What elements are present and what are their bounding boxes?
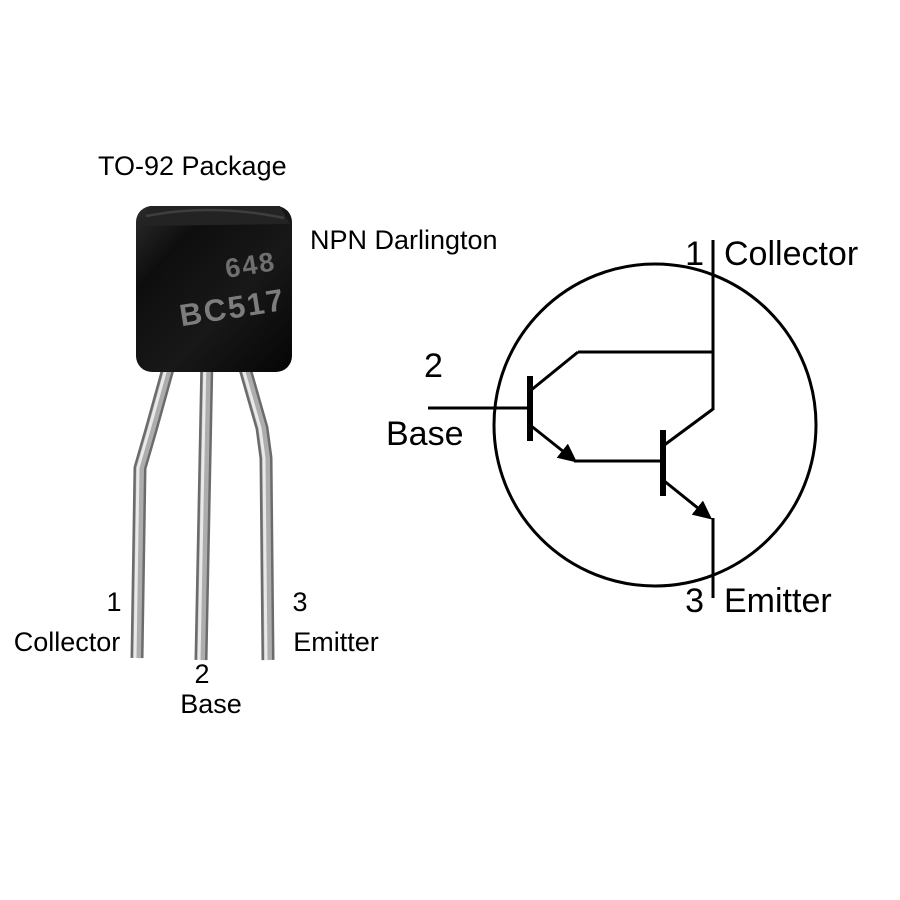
schematic-collector-number: 1 [685,235,704,273]
q1-transistor-symbol [527,350,579,463]
emitter-lead-leg [235,356,275,661]
schematic-emitter-number: 3 [685,582,704,620]
schematic-base-name: Base [386,415,464,453]
schematic-emitter-name: Emitter [724,582,832,620]
q1-collector [529,350,579,393]
pin2-name: Base [180,689,242,719]
q2-collector [662,407,714,448]
schematic-circle [492,262,818,588]
base-lead-leg [194,357,214,661]
q2-emitter-arrow [662,478,713,520]
pin3-name: Emitter [293,627,379,657]
darlington-schematic [428,240,818,598]
schematic-collector-name: Collector [724,235,859,273]
pin1-name: Collector [13,627,121,657]
pin2-number: 2 [194,659,210,689]
package-top-highlight [145,208,285,220]
pin1-number: 1 [106,587,122,617]
package-title: TO-92 Package [98,151,287,181]
package-body: 648 BC517 [136,206,292,372]
to92-package-drawing: 648 BC517 [130,206,292,661]
q1-emitter-arrow [529,423,578,463]
q2-transistor-symbol [660,407,714,520]
device-type-label: NPN Darlington [310,225,498,255]
collector-lead-leg [130,356,178,659]
pin3-number: 3 [292,587,308,617]
schematic-base-number: 2 [424,347,443,385]
